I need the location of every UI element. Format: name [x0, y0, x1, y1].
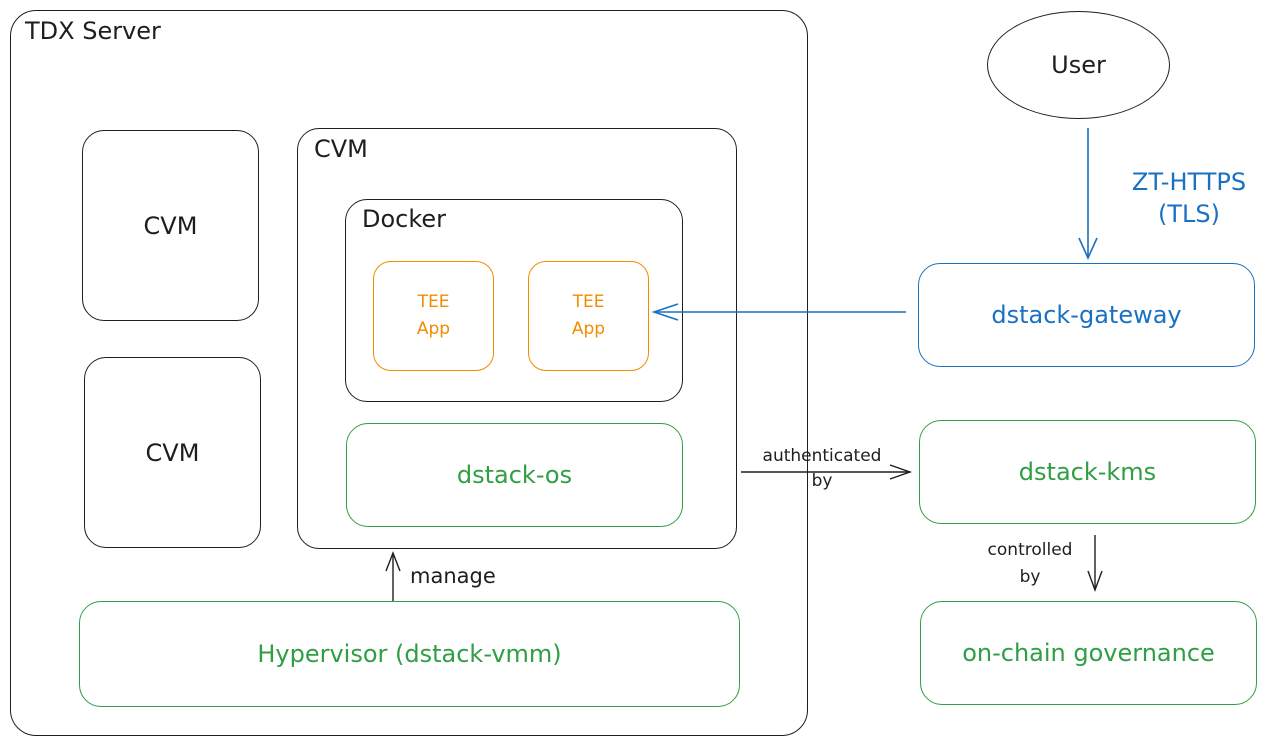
authenticated-by-line2: by	[811, 471, 833, 491]
governance-label: on-chain governance	[962, 639, 1215, 667]
tdx-server-box: TDX Server	[10, 10, 808, 736]
hypervisor-to-cvm-arrowhead	[385, 551, 401, 572]
tee-app-1-line2: App	[416, 319, 451, 339]
controlled-by-line2: by	[1019, 567, 1041, 587]
cvm-box-left-bottom: CVM	[84, 357, 261, 548]
cvm-box-main: CVM	[297, 128, 737, 549]
authenticated-by-line1: authenticated	[762, 446, 882, 466]
tdx-server-label: TDX Server	[25, 17, 161, 45]
authenticated-by-label: authenticated by	[748, 444, 896, 494]
docker-label: Docker	[362, 205, 447, 233]
docker-box: Docker	[345, 199, 683, 402]
zt-https-line2: (TLS)	[1158, 200, 1220, 228]
tee-app-box-2: TEE App	[528, 261, 649, 371]
dstack-gateway-box: dstack-gateway	[918, 263, 1255, 367]
manage-label: manage	[410, 564, 496, 588]
controlled-by-line1: controlled	[987, 540, 1073, 560]
zt-https-label: ZT-HTTPS (TLS)	[1100, 166, 1278, 230]
dstack-os-box: dstack-os	[346, 423, 683, 527]
zt-https-line1: ZT-HTTPS	[1131, 168, 1247, 196]
cvm-left-bottom-label: CVM	[145, 438, 200, 467]
tee-app-2-line1: TEE	[572, 292, 605, 312]
dstack-kms-label: dstack-kms	[1018, 458, 1157, 486]
cvm-main-label: CVM	[314, 135, 368, 163]
hypervisor-box: Hypervisor (dstack-vmm)	[79, 601, 740, 707]
controlled-by-label: controlled by	[974, 537, 1086, 591]
cvm-to-kms-arrowhead	[889, 464, 913, 480]
tee-app-1-label: TEE App	[374, 289, 493, 343]
governance-box: on-chain governance	[920, 601, 1257, 705]
tee-app-2-line2: App	[571, 319, 606, 339]
user-to-gateway-arrowhead	[1078, 237, 1098, 260]
dstack-os-label: dstack-os	[456, 461, 573, 489]
user-label: User	[1051, 51, 1106, 79]
gateway-to-tee-arrowhead	[651, 303, 679, 321]
dstack-gateway-label: dstack-gateway	[991, 301, 1182, 329]
cvm-box-left-top: CVM	[82, 130, 259, 321]
cvm-left-top-label: CVM	[143, 211, 198, 240]
tee-app-2-label: TEE App	[529, 289, 648, 343]
tee-app-1-line1: TEE	[417, 292, 450, 312]
tee-app-box-1: TEE App	[373, 261, 494, 371]
dstack-kms-box: dstack-kms	[919, 420, 1256, 524]
kms-to-governance-arrowhead	[1087, 570, 1103, 593]
hypervisor-label: Hypervisor (dstack-vmm)	[257, 640, 562, 668]
user-node: User	[987, 11, 1170, 119]
